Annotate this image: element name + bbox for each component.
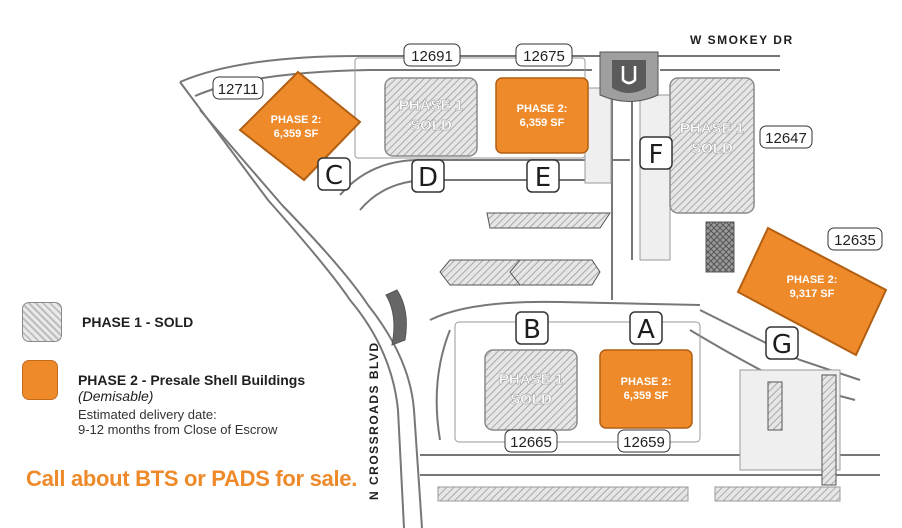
address-12691: 12691 bbox=[411, 48, 453, 65]
legend-row-phase2: PHASE 2 - Presale Shell Buildings (Demis… bbox=[22, 360, 352, 437]
address-tags: 12711 12691 12675 12647 12635 12665 1265… bbox=[212, 43, 883, 453]
address-12647: 12647 bbox=[765, 130, 807, 147]
pad-a-letter: A bbox=[637, 315, 655, 345]
building-12675-line1: PHASE 2: bbox=[517, 103, 568, 115]
building-12647[interactable]: PHASE 1 SOLD bbox=[669, 77, 755, 214]
building-12711-line2: 6,359 SF bbox=[274, 128, 319, 140]
building-12675-line2: 6,359 SF bbox=[520, 117, 565, 129]
building-12711[interactable]: PHASE 2: 6,359 SF bbox=[238, 70, 362, 182]
building-12659-line2: 6,359 SF bbox=[624, 390, 669, 402]
building-12647-line1: PHASE 1 bbox=[680, 120, 744, 137]
building-12659[interactable]: PHASE 2: 6,359 SF bbox=[599, 349, 693, 429]
address-12675: 12675 bbox=[523, 48, 565, 65]
address-12665: 12665 bbox=[510, 434, 552, 451]
legend-phase2-label: PHASE 2 - Presale Shell Buildings bbox=[77, 372, 306, 388]
building-12711-line1: PHASE 2: bbox=[271, 114, 322, 126]
address-12635: 12635 bbox=[834, 232, 876, 249]
entry-roundabout bbox=[599, 51, 659, 102]
building-12665[interactable]: PHASE 1 SOLD bbox=[484, 349, 578, 431]
building-12635[interactable]: PHASE 2: 9,317 SF bbox=[736, 226, 888, 357]
building-12635-line2: 9,317 SF bbox=[790, 288, 835, 300]
pad-markers: C D E F G B A bbox=[317, 136, 799, 360]
building-12691-line1: PHASE 1 bbox=[399, 97, 463, 114]
building-12665-line1: PHASE 1 bbox=[499, 371, 563, 388]
pad-d-letter: D bbox=[418, 163, 438, 193]
call-to-action: Call about BTS or PADS for sale. bbox=[26, 466, 358, 491]
address-12659: 12659 bbox=[623, 434, 665, 451]
pad-b-letter: B bbox=[523, 315, 541, 345]
pad-e-letter: E bbox=[535, 163, 551, 193]
pad-g-letter: G bbox=[772, 330, 792, 360]
address-12711: 12711 bbox=[218, 81, 259, 98]
building-12665-line2: SOLD bbox=[510, 391, 552, 408]
pad-c-letter: C bbox=[325, 161, 343, 191]
phase1-swatch bbox=[22, 302, 62, 342]
building-12659-line1: PHASE 2: bbox=[621, 376, 672, 388]
pad-f-letter: F bbox=[649, 140, 664, 170]
building-12635-line1: PHASE 2: bbox=[787, 274, 838, 286]
parking-islands bbox=[385, 212, 837, 486]
street-w-smokey-dr: W SMOKEY DR bbox=[690, 33, 794, 47]
building-12691[interactable]: PHASE 1 SOLD bbox=[384, 77, 478, 157]
legend-delivery-line2: 9-12 months from Close of Escrow bbox=[77, 422, 278, 437]
legend-row-phase1: PHASE 1 - SOLD bbox=[22, 302, 193, 342]
phase2-swatch bbox=[22, 360, 58, 400]
building-12691-line2: SOLD bbox=[410, 117, 452, 134]
legend-phase2-note: (Demisable) bbox=[77, 388, 154, 404]
building-12647-line2: SOLD bbox=[691, 140, 733, 157]
building-12675[interactable]: PHASE 2: 6,359 SF bbox=[495, 77, 589, 154]
legend-phase1-label: PHASE 1 - SOLD bbox=[82, 314, 194, 330]
street-n-crossroads-blvd: N CROSSROADS BLVD bbox=[367, 341, 381, 500]
legend-delivery-line1: Estimated delivery date: bbox=[77, 407, 217, 422]
